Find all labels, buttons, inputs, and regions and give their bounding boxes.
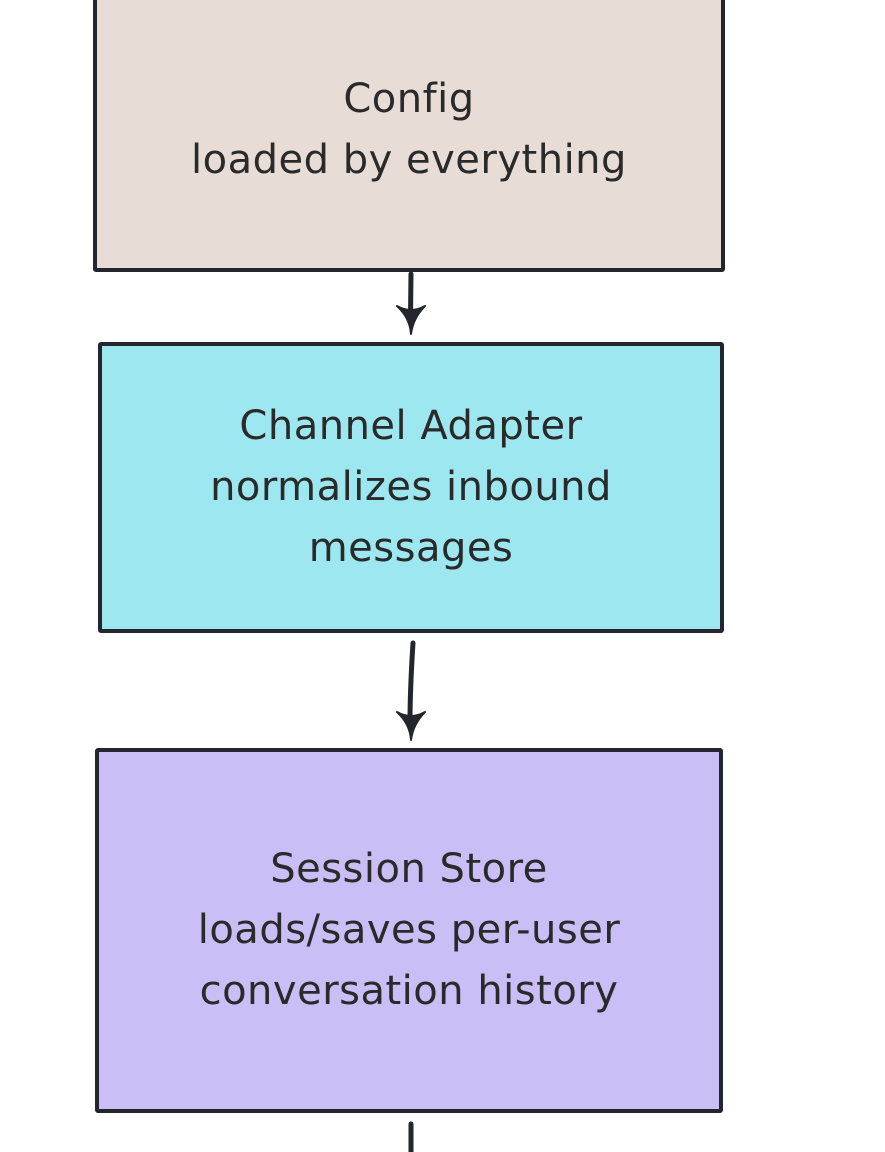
- node-channel-adapter-label: Channel Adapter normalizes inbound messa…: [210, 403, 612, 571]
- arrow-config-to-channel-adapter: [396, 271, 426, 335]
- node-session-store-label: Session Store loads/saves per-user conve…: [197, 846, 621, 1014]
- node-config-label: Config loaded by everything: [191, 76, 627, 183]
- node-config: Config loaded by everything: [93, 0, 725, 272]
- node-channel-adapter: Channel Adapter normalizes inbound messa…: [98, 342, 724, 633]
- arrow-channel-adapter-to-session-store: [396, 640, 426, 741]
- node-session-store: Session Store loads/saves per-user conve…: [95, 748, 723, 1113]
